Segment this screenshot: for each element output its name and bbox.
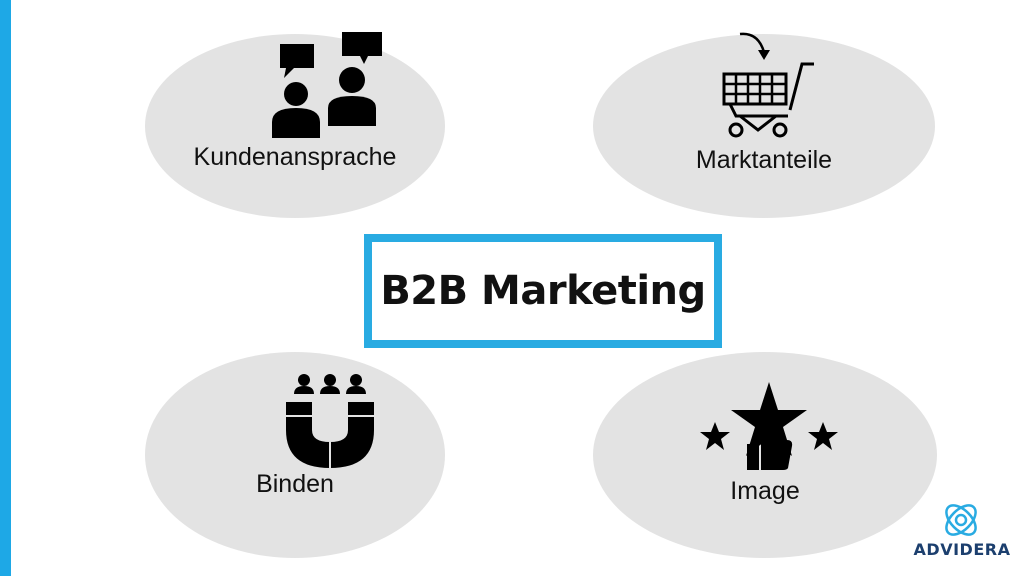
magnet-people-icon [286, 374, 374, 468]
node-label-marktanteile: Marktanteile [695, 146, 833, 174]
node-label-binden: Binden [256, 470, 334, 498]
node-label-image: Image [730, 477, 800, 505]
center-title-box: B2B Marketing [364, 234, 722, 348]
node-label-kundenansprache: Kundenansprache [193, 143, 397, 171]
people-speech-bubbles-icon [272, 32, 382, 138]
advidera-logo-icon [945, 504, 977, 536]
shopping-cart-icon [722, 32, 814, 138]
left-accent-bar [0, 0, 11, 576]
stars-thumbs-up-icon [700, 382, 838, 470]
brand-name: ADVIDERA [913, 540, 1011, 559]
page-title: B2B Marketing [380, 268, 706, 314]
